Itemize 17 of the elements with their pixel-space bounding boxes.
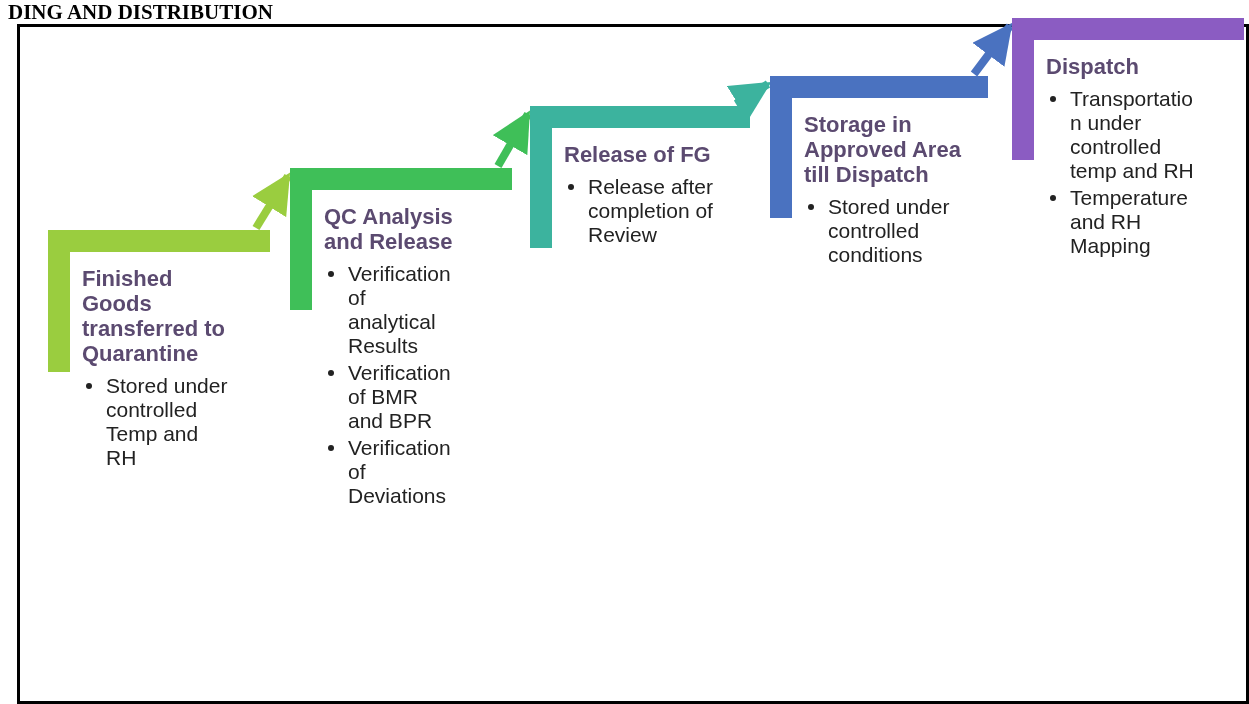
step-heading: Release of FG	[564, 142, 712, 167]
bullet-item: Verification of BMR and BPR	[348, 361, 454, 433]
bullet-item: Stored under controlled Temp and RH	[106, 374, 232, 470]
step-heading: Dispatch	[1046, 54, 1140, 79]
bullet-item: Verification of Deviations	[348, 436, 454, 508]
step-heading: Storage in Approved Area till Dispatch	[804, 112, 962, 187]
arrow	[252, 172, 292, 231]
arrow	[970, 22, 1014, 77]
arrow	[492, 110, 532, 168]
step-heading: Finished Goods transferred to Quarantine	[82, 266, 227, 366]
bullet-item: Verification of analytical Results	[348, 262, 454, 358]
step-heading: QC Analysis and Release	[324, 204, 454, 254]
bullet-item: Transportation under controlled temp and RH	[1070, 87, 1196, 183]
bullet-item: Release after completion of Review	[588, 175, 724, 247]
bullet-item: Stored under controlled conditions	[828, 195, 979, 267]
bullet-item: Temperature and RH Mapping	[1070, 186, 1196, 258]
page-title: DING AND DISTRIBUTION	[8, 0, 273, 25]
